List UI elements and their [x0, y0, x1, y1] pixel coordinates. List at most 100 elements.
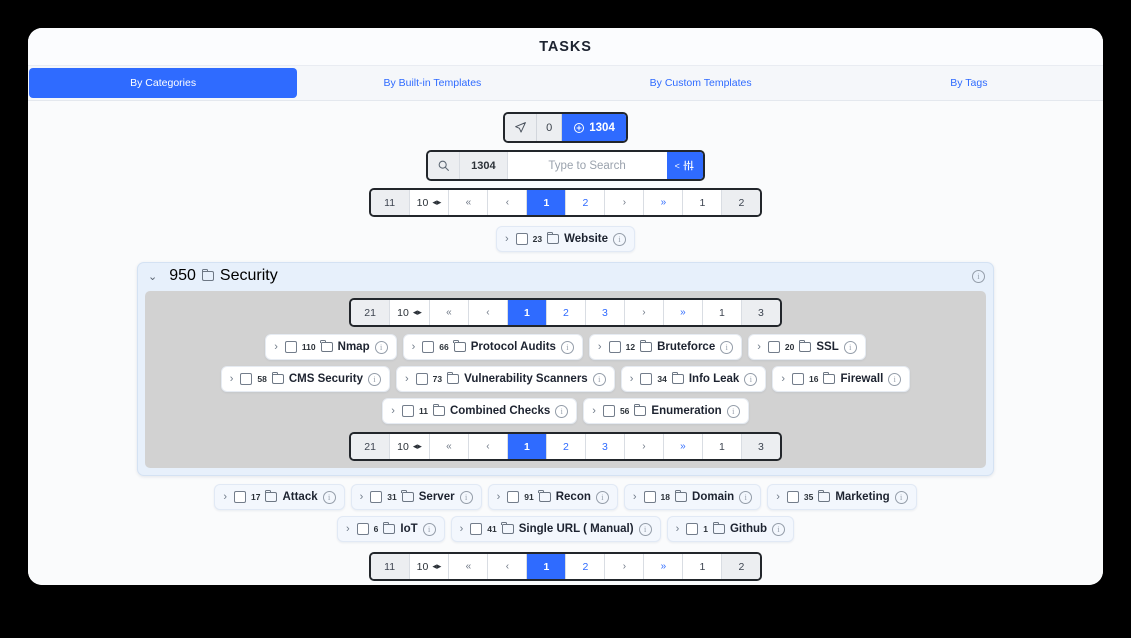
filter-button[interactable]: <	[666, 152, 703, 179]
chevron-right-icon[interactable]: ›	[592, 404, 596, 417]
category-chip-ssl[interactable]: › 20 SSL i	[748, 334, 866, 360]
pager-page-2[interactable]: 2	[546, 300, 586, 325]
category-chip-website[interactable]: › 23 Website i	[495, 226, 636, 252]
checkbox[interactable]	[643, 491, 656, 503]
checkbox[interactable]	[686, 523, 699, 535]
pager-page-size[interactable]: 10 ◂▸	[409, 190, 450, 215]
send-button[interactable]	[505, 114, 538, 141]
info-icon[interactable]: i	[322, 490, 336, 504]
category-chip-nmap[interactable]: › 110 Nmap i	[265, 334, 397, 360]
search-input[interactable]	[507, 152, 667, 179]
tab-by-builtin-templates[interactable]: By Built-in Templates	[298, 66, 566, 100]
pager-page-size[interactable]: 10 ◂▸	[390, 300, 430, 325]
info-icon[interactable]: i	[422, 522, 436, 536]
chevron-right-icon[interactable]: ›	[411, 340, 416, 353]
info-icon[interactable]: i	[972, 269, 985, 283]
checkbox[interactable]	[470, 523, 483, 535]
search-icon-button[interactable]	[428, 152, 461, 179]
pager-next[interactable]: ›	[605, 190, 645, 215]
checkbox[interactable]	[602, 405, 615, 417]
info-icon[interactable]: i	[726, 404, 740, 418]
category-chip-single-url-manual[interactable]: › 41 Single URL ( Manual) i	[450, 516, 661, 542]
category-chip-combined-checks[interactable]: › 11 Combined Checks i	[382, 398, 578, 424]
pager-first[interactable]: «	[429, 300, 469, 325]
info-icon[interactable]: i	[613, 232, 627, 246]
pager-first[interactable]: «	[449, 190, 489, 215]
pager-next[interactable]: ›	[605, 554, 645, 579]
pager-next[interactable]: ›	[624, 434, 664, 459]
chevron-right-icon[interactable]: ›	[757, 340, 761, 353]
info-icon[interactable]: i	[744, 372, 758, 386]
chevron-right-icon[interactable]: ›	[675, 522, 680, 535]
checkbox[interactable]	[507, 491, 520, 503]
chevron-right-icon[interactable]: ›	[781, 372, 785, 385]
pager-page-size[interactable]: 10 ◂▸	[409, 554, 450, 579]
category-chip-server[interactable]: › 31 Server i	[350, 484, 482, 510]
info-icon[interactable]: i	[374, 340, 388, 354]
info-icon[interactable]: i	[560, 340, 574, 354]
pager-page-2[interactable]: 2	[566, 190, 606, 215]
chevron-right-icon[interactable]: ›	[229, 372, 234, 385]
info-icon[interactable]: i	[894, 490, 908, 504]
pager-last[interactable]: »	[644, 190, 684, 215]
checkbox[interactable]	[356, 523, 369, 535]
chevron-down-icon[interactable]: ⌄	[148, 270, 158, 283]
pager-prev[interactable]: ‹	[488, 190, 528, 215]
chevron-right-icon[interactable]: ›	[404, 372, 409, 385]
info-icon[interactable]: i	[720, 340, 734, 354]
pager-last[interactable]: »	[663, 300, 703, 325]
pager-prev[interactable]: ‹	[488, 554, 528, 579]
checkbox[interactable]	[401, 405, 414, 417]
pager-page-3[interactable]: 3	[585, 300, 625, 325]
chevron-right-icon[interactable]: ›	[504, 232, 509, 245]
checkbox[interactable]	[415, 373, 428, 385]
checkbox[interactable]	[640, 373, 653, 385]
pager-page-size[interactable]: 10 ◂▸	[390, 434, 430, 459]
checkbox[interactable]	[234, 491, 246, 503]
pager-next[interactable]: ›	[624, 300, 664, 325]
category-chip-protocol-audits[interactable]: › 66 Protocol Audits i	[402, 334, 583, 360]
info-icon[interactable]: i	[843, 340, 857, 354]
checkbox[interactable]	[240, 373, 253, 385]
pager-page-1[interactable]: 1	[527, 190, 567, 215]
category-chip-enumeration[interactable]: › 56 Enumeration i	[583, 398, 749, 424]
checkbox[interactable]	[608, 341, 621, 353]
info-icon[interactable]: i	[555, 404, 569, 418]
chevron-right-icon[interactable]: ›	[345, 522, 350, 535]
info-icon[interactable]: i	[888, 372, 902, 386]
info-icon[interactable]: i	[367, 372, 381, 386]
tab-by-custom-templates[interactable]: By Custom Templates	[567, 66, 835, 100]
chevron-right-icon[interactable]: ›	[223, 490, 227, 503]
pager-page-1[interactable]: 1	[507, 434, 547, 459]
category-chip-iot[interactable]: › 6 IoT i	[336, 516, 445, 542]
info-icon[interactable]: i	[592, 372, 606, 386]
chevron-right-icon[interactable]: ›	[496, 490, 501, 503]
total-count-button[interactable]: 1304	[562, 114, 626, 141]
pager-page-2[interactable]: 2	[566, 554, 606, 579]
category-chip-info-leak[interactable]: › 34 Info Leak i	[620, 366, 767, 392]
category-chip-bruteforce[interactable]: › 12 Bruteforce i	[588, 334, 743, 360]
checkbox[interactable]	[370, 491, 383, 503]
pager-page-3[interactable]: 3	[585, 434, 625, 459]
pager-last[interactable]: »	[644, 554, 684, 579]
category-chip-recon[interactable]: › 91 Recon i	[487, 484, 618, 510]
chevron-right-icon[interactable]: ›	[391, 404, 395, 417]
pager-prev[interactable]: ‹	[468, 300, 508, 325]
checkbox[interactable]	[284, 341, 297, 353]
info-icon[interactable]: i	[595, 490, 609, 504]
pager-first[interactable]: «	[449, 554, 489, 579]
chevron-right-icon[interactable]: ›	[459, 522, 464, 535]
info-icon[interactable]: i	[739, 490, 753, 504]
pager-prev[interactable]: ‹	[468, 434, 508, 459]
category-chip-domain[interactable]: › 18 Domain i	[623, 484, 762, 510]
checkbox[interactable]	[792, 373, 804, 385]
pager-page-2[interactable]: 2	[546, 434, 586, 459]
chevron-right-icon[interactable]: ›	[629, 372, 634, 385]
checkbox[interactable]	[786, 491, 799, 503]
pager-last[interactable]: »	[663, 434, 703, 459]
category-chip-github[interactable]: › 1 Github i	[666, 516, 795, 542]
category-chip-marketing[interactable]: › 35 Marketing i	[767, 484, 917, 510]
category-chip-cms-security[interactable]: › 58 CMS Security i	[220, 366, 390, 392]
info-icon[interactable]: i	[459, 490, 473, 504]
pager-page-1[interactable]: 1	[507, 300, 547, 325]
